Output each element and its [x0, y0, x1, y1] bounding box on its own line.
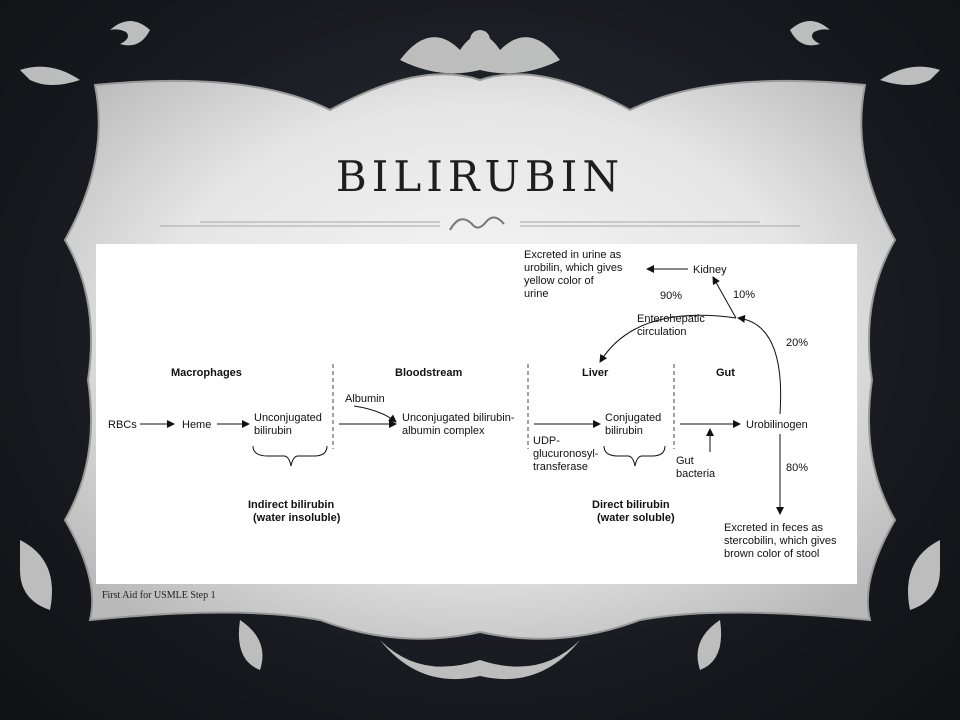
label-rbcs: RBCs [108, 419, 137, 431]
label-kidney: Kidney [693, 264, 727, 276]
arrow-urobilinogen-reabsorption [737, 314, 782, 415]
scroll-ornament-bottom [20, 540, 940, 680]
label-udp-glucuronosyltransferase: UDP- glucuronosyl- transferase [533, 435, 601, 473]
header-macrophages: Macrophages [171, 367, 242, 379]
label-urobilinogen: Urobilinogen [746, 419, 808, 431]
header-bloodstream: Bloodstream [395, 367, 462, 379]
label-feces-excretion: Excreted in feces as stercobilin, which … [724, 522, 840, 560]
label-enterohepatic-circulation: Enterohepatic circulation [637, 313, 708, 338]
brace-direct [603, 445, 666, 467]
arrow-albumin [353, 405, 397, 423]
label-pct-20: 20% [786, 337, 808, 349]
title-divider [160, 216, 800, 231]
slide-title: BILIRUBIN [335, 152, 625, 201]
label-pct-10: 10% [733, 289, 755, 301]
label-direct-bilirubin: Direct bilirubin (water soluble) [592, 499, 675, 524]
label-pct-80: 80% [786, 462, 808, 474]
arrow-to-kidney [712, 276, 737, 319]
label-heme: Heme [182, 419, 211, 431]
figure-caption: First Aid for USMLE Step 1 [102, 590, 216, 601]
bilirubin-metabolism-diagram: Macrophages Bloodstream Liver Gut RBCs H… [96, 244, 857, 584]
label-pct-90: 90% [660, 290, 682, 302]
label-indirect-bilirubin: Indirect bilirubin (water insoluble) [248, 499, 341, 524]
brace-indirect [252, 445, 328, 467]
label-urine-excretion: Excreted in urine as urobilin, which giv… [524, 249, 626, 300]
scroll-ornament-top [20, 21, 940, 85]
label-unconjugated-bilirubin: Unconjugated bilirubin [254, 412, 325, 437]
label-conjugated-bilirubin: Conjugated bilirubin [605, 412, 664, 437]
label-albumin: Albumin [345, 393, 385, 405]
header-liver: Liver [582, 367, 609, 379]
label-gut-bacteria: Gut bacteria [676, 455, 716, 480]
label-albumin-complex: Unconjugated bilirubin- albumin complex [402, 412, 518, 437]
header-gut: Gut [716, 367, 735, 379]
arrow-enterohepatic-to-liver [599, 314, 737, 363]
